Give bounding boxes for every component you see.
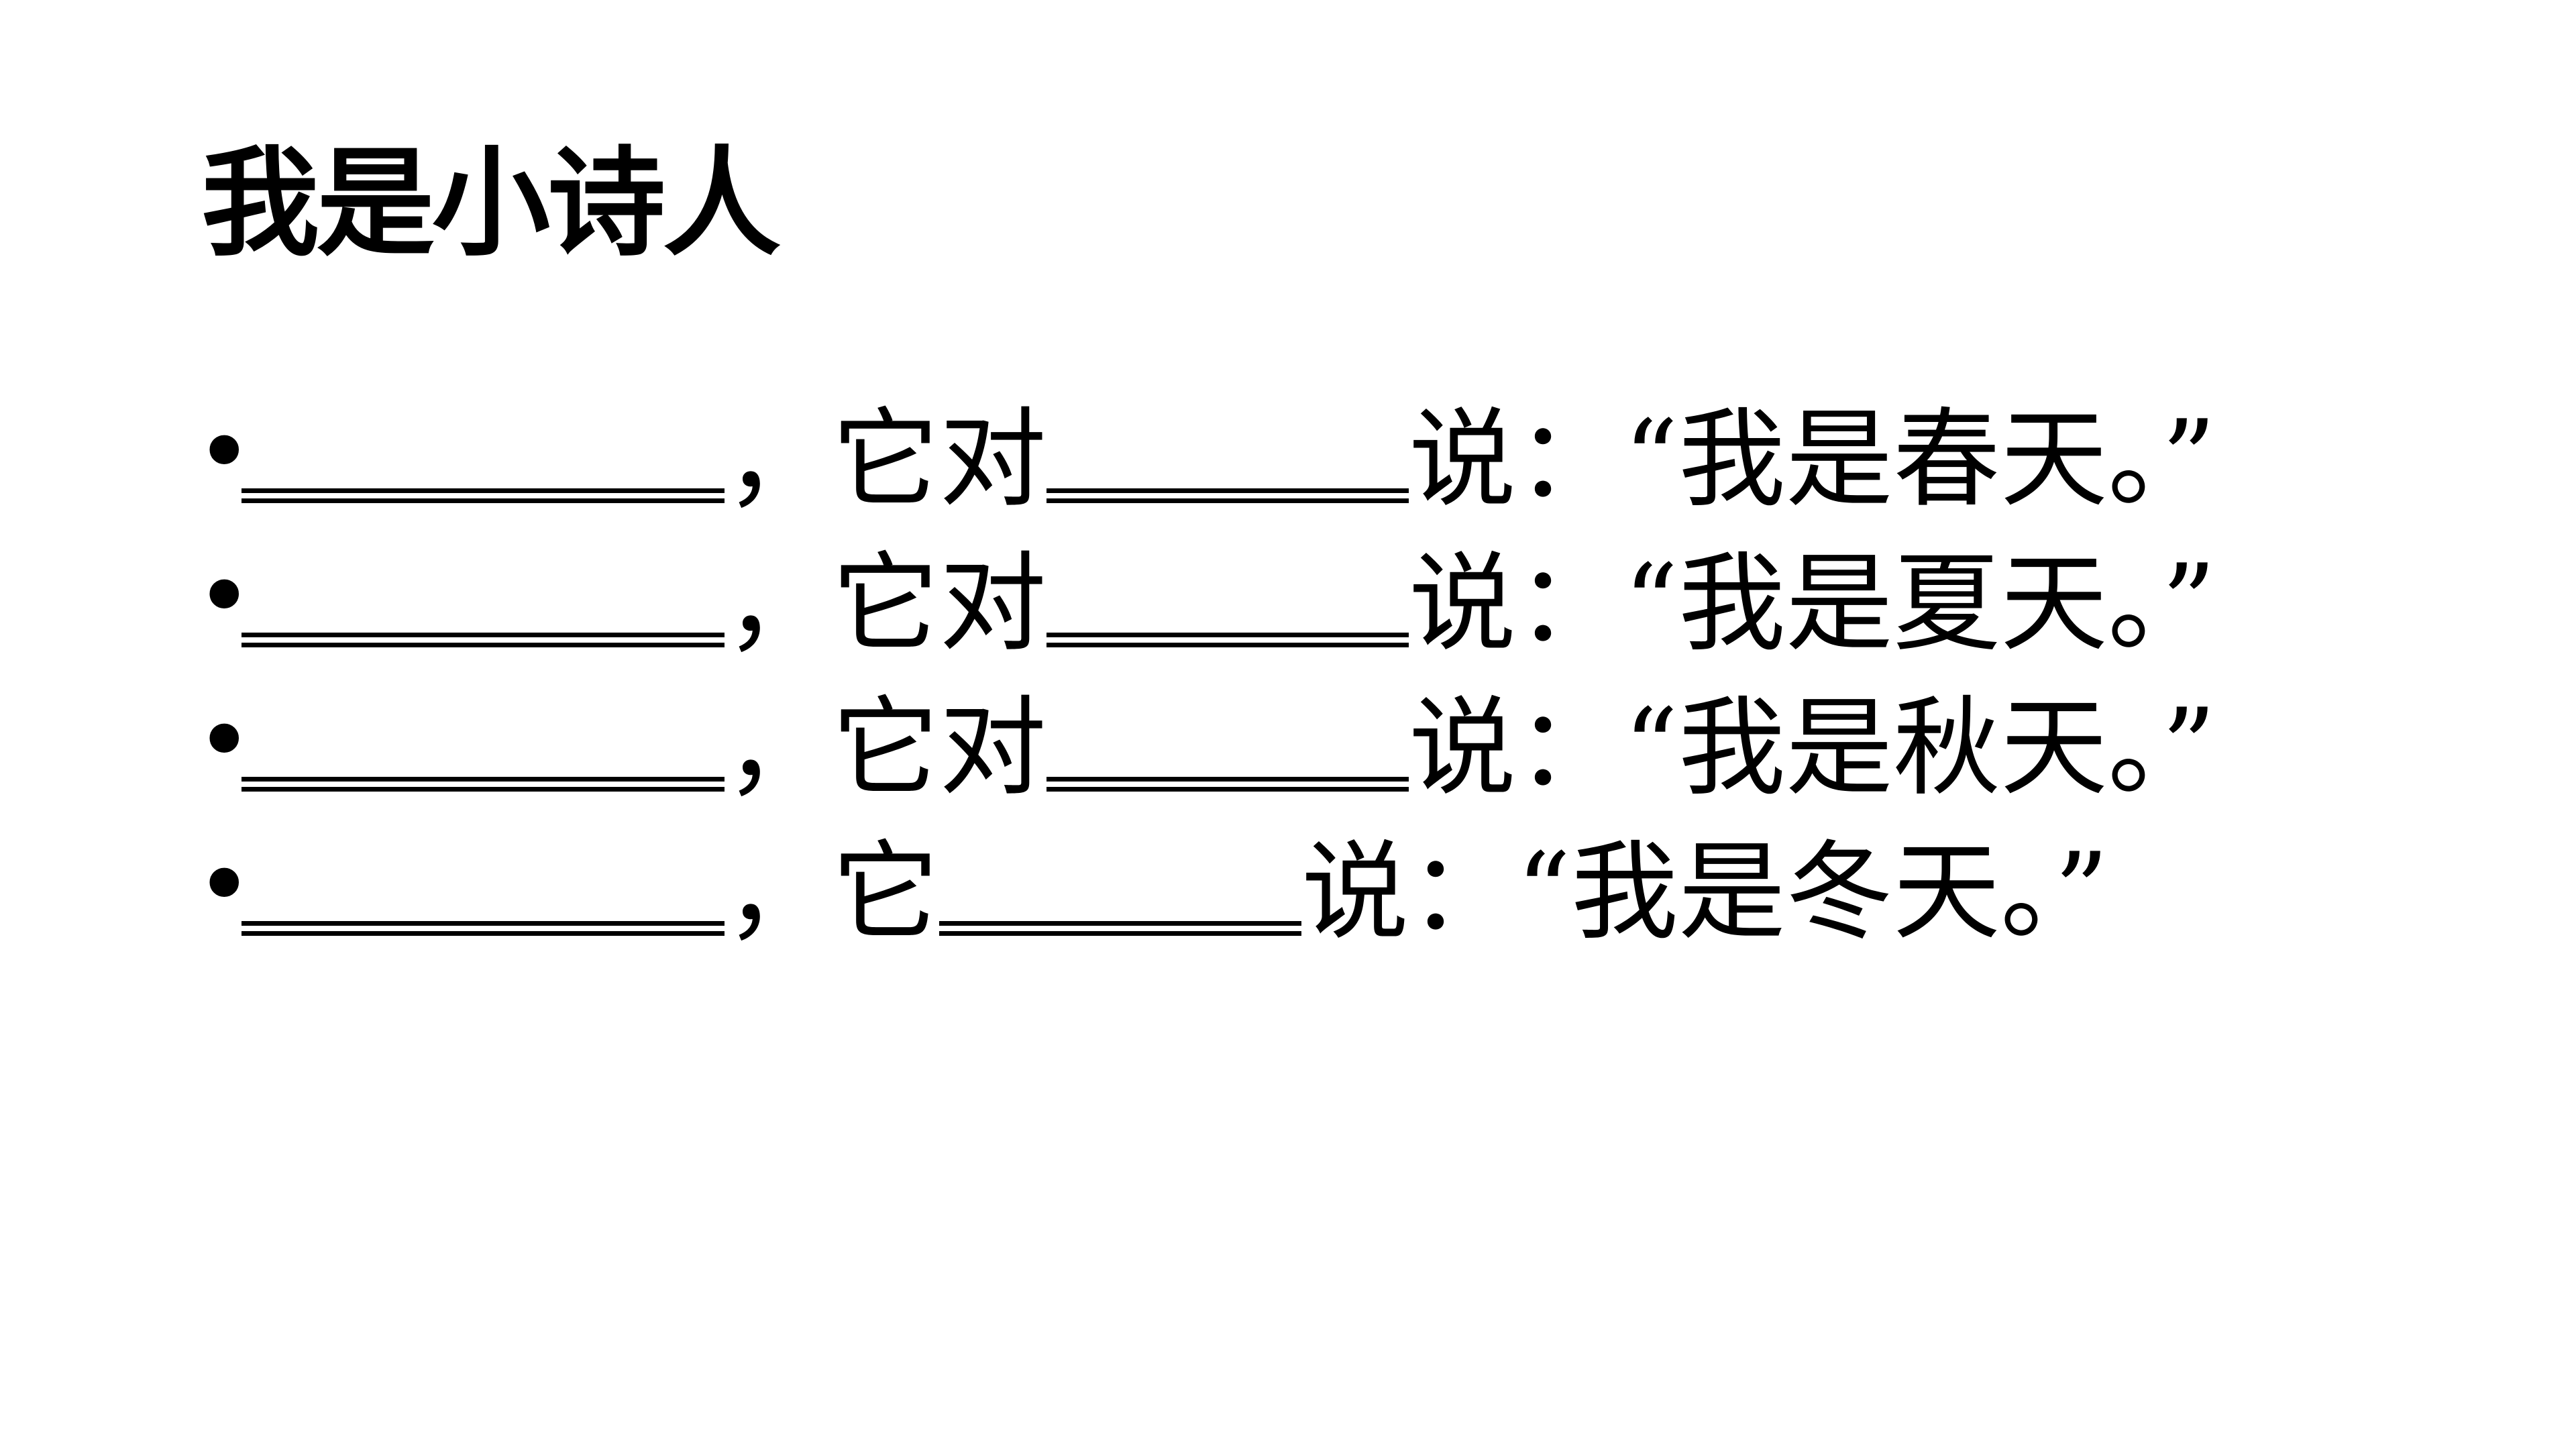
separator: ，	[724, 541, 833, 666]
blank-subject[interactable]	[241, 691, 724, 792]
separator: ，	[724, 685, 833, 810]
blank-subject[interactable]	[241, 402, 724, 503]
prefix-text: 它	[832, 829, 940, 955]
list-item: • ， 它对 说：“我是春天。”	[195, 402, 2216, 547]
suffix-text: 说：“我是冬天。”	[1301, 829, 2109, 955]
separator: ，	[724, 396, 833, 522]
bullet-icon: •	[195, 539, 254, 655]
blank-subject[interactable]	[241, 835, 724, 936]
poem-list: • ， 它对 说：“我是春天。” • ， 它对 说：“我是夏天。” • ， 它对…	[195, 402, 2216, 979]
blank-object[interactable]	[1046, 691, 1409, 792]
blank-subject[interactable]	[241, 547, 724, 647]
list-item: • ， 它对 说：“我是夏天。”	[195, 547, 2216, 691]
blank-object[interactable]	[939, 835, 1302, 936]
separator: ，	[724, 829, 833, 955]
suffix-text: 说：“我是秋天。”	[1409, 685, 2216, 810]
bullet-icon: •	[195, 683, 254, 800]
bullet-icon: •	[195, 827, 254, 944]
bullet-icon: •	[195, 394, 254, 511]
page-title: 我是小诗人	[201, 133, 781, 272]
prefix-text: 它对	[832, 396, 1047, 522]
blank-object[interactable]	[1046, 402, 1409, 503]
list-item: • ， 它对 说：“我是秋天。”	[195, 691, 2216, 835]
suffix-text: 说：“我是春天。”	[1409, 396, 2216, 522]
blank-object[interactable]	[1046, 547, 1409, 647]
prefix-text: 它对	[832, 685, 1047, 810]
list-item: • ， 它 说：“我是冬天。”	[195, 835, 2216, 979]
suffix-text: 说：“我是夏天。”	[1409, 541, 2216, 666]
prefix-text: 它对	[832, 541, 1047, 666]
